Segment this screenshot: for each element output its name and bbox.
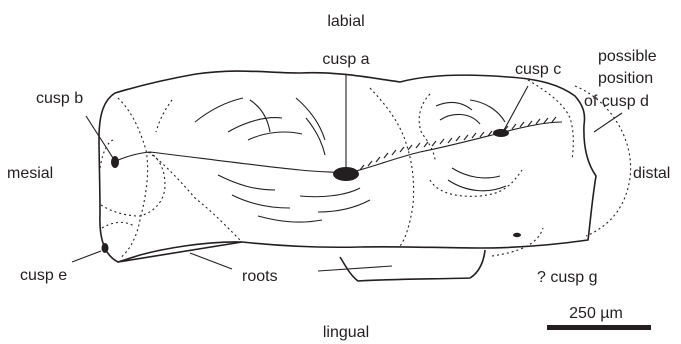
surface-line-3 [248,132,302,140]
tooth-outline [99,71,596,262]
surface-line-2 [228,118,282,132]
label-roots: roots [242,268,278,285]
cusp-c-marker [493,129,509,137]
cusp-a-marker [333,167,359,181]
surface-line-1 [195,98,243,122]
cusp-g-dotted [492,228,543,256]
label-cusp-e: cusp e [20,267,67,284]
scale-bar-label: 250 µm [569,305,623,322]
surface-line-4 [250,100,270,132]
label-cusp-b: cusp b [36,90,83,107]
distal-dotted-2 [430,170,522,196]
mesial-dotted-2 [101,152,165,216]
crest-line-distal [348,122,562,173]
surface-line-15 [452,168,500,178]
cusp-e-leader [72,251,101,262]
cusp-g-marker [513,233,521,237]
label-cusp-g: ? cusp g [537,269,597,286]
label-cusp-d-line1: possible [598,48,657,65]
cusp-c-leader [504,86,528,130]
label-mesial: mesial [7,165,53,182]
cusp-b-marker [111,156,119,168]
label-cusp-d-line2: position [598,70,653,87]
label-labial: labial [327,13,364,30]
surface-line-7 [218,175,275,190]
mesial-dotted-1 [118,98,148,258]
surface-line-11 [318,200,370,212]
root-left [118,242,242,262]
root-right [340,250,485,281]
label-lingual: lingual [323,324,369,341]
scale-bar [547,325,651,330]
label-cusp-a: cusp a [322,51,369,68]
surface-line-14 [470,100,505,122]
crest-line-mesial [114,152,345,173]
surface-line-9 [258,216,322,222]
surface-line-13 [440,114,480,124]
label-cusp-d-line3: of cusp d [584,93,649,110]
surface-line-10 [300,188,360,197]
central-dotted-2 [156,100,172,132]
cusp-e-marker [102,243,109,253]
surface-line-16 [448,180,506,191]
label-distal: distal [633,165,670,182]
roots-leader-right [318,266,392,271]
label-cusp-c: cusp c [515,61,561,78]
central-dotted-1 [370,88,414,246]
distal-dotted-3 [528,80,573,160]
surface-line-6 [306,118,325,155]
roots-leader-left [190,253,232,269]
surface-line-8 [232,195,290,208]
surface-line-12 [436,103,472,110]
mesial-dotted-3 [102,222,134,228]
